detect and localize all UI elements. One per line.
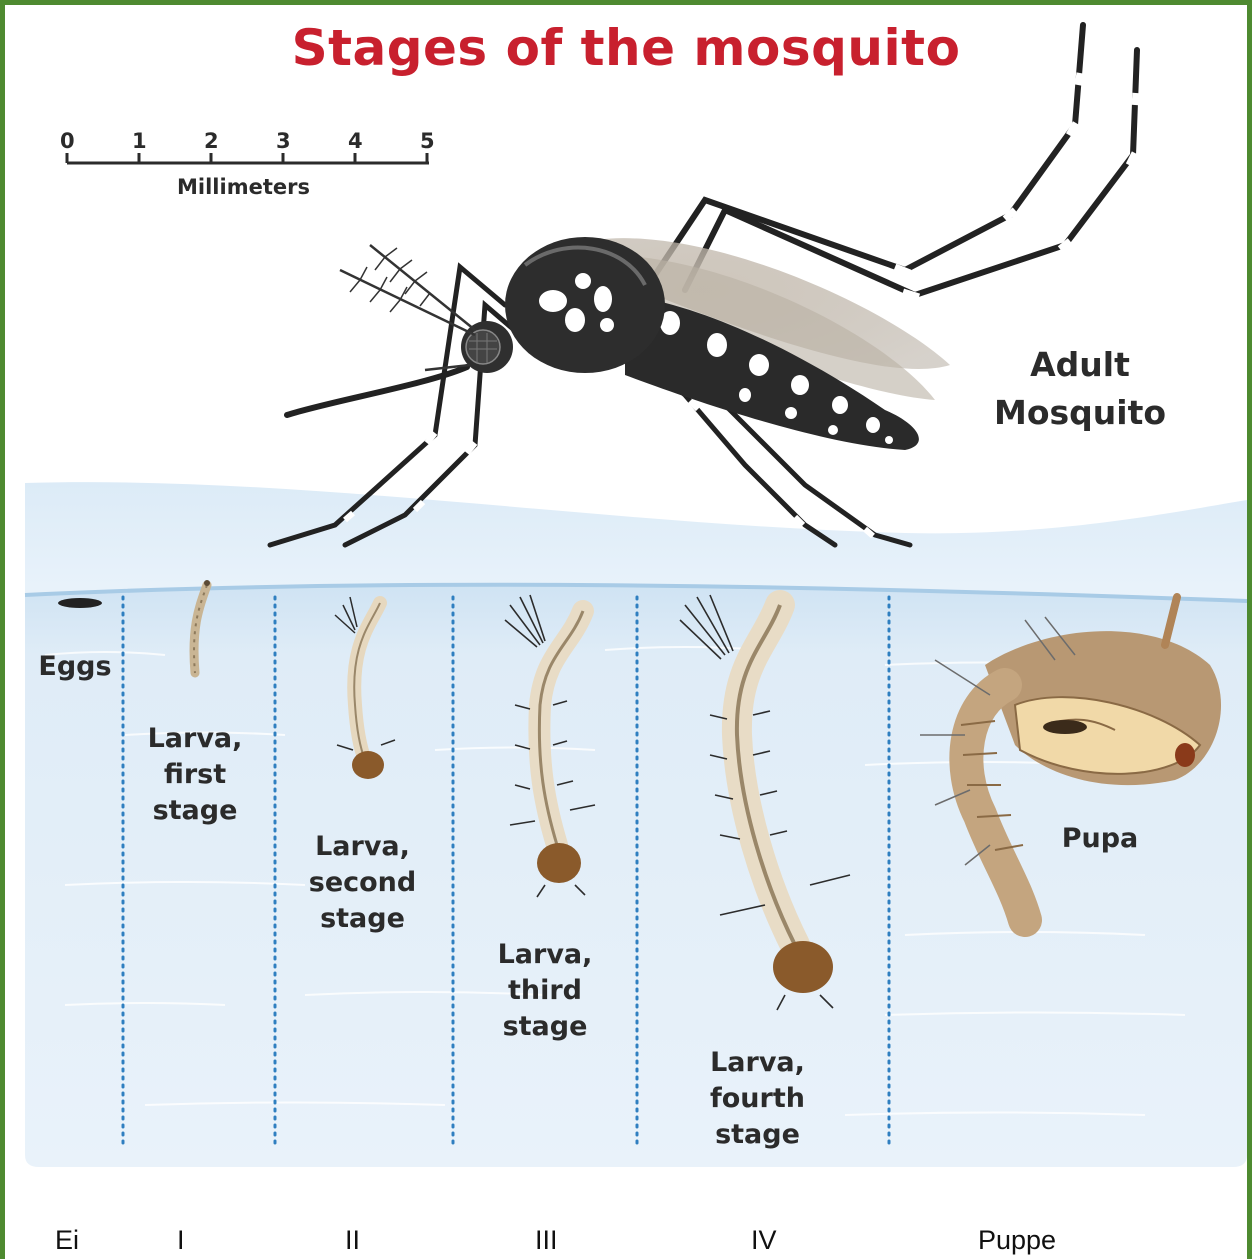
bottom-label-ei: Ei	[55, 1225, 79, 1256]
bottom-label-iii: III	[535, 1225, 558, 1256]
scale-tick-2: 2	[204, 129, 219, 153]
diagram-title: Stages of the mosquito	[5, 19, 1247, 77]
scale-tick-0: 0	[60, 129, 75, 153]
scale-tick-3: 3	[276, 129, 291, 153]
adult-mosquito	[270, 25, 1137, 545]
scale-tick-4: 4	[348, 129, 363, 153]
label-larva-first-stage: Larva, first stage	[135, 721, 255, 829]
scale-bar	[67, 153, 429, 163]
label-larva-third-stage: Larva, third stage	[480, 937, 610, 1045]
label-pupa: Pupa	[1045, 821, 1155, 857]
scale-unit-label: Millimeters	[177, 175, 310, 199]
label-adult-mosquito: Adult Mosquito	[980, 341, 1180, 437]
bottom-label-puppe: Puppe	[978, 1225, 1056, 1256]
label-larva-second-stage: Larva, second stage	[295, 829, 430, 937]
egg	[58, 598, 102, 608]
scale-tick-1: 1	[132, 129, 147, 153]
scale-tick-5: 5	[420, 129, 435, 153]
label-eggs: Eggs	[35, 649, 115, 685]
bottom-label-i: I	[177, 1225, 185, 1256]
bottom-label-ii: II	[345, 1225, 360, 1256]
bottom-label-iv: IV	[751, 1225, 777, 1256]
label-larva-fourth-stage: Larva, fourth stage	[690, 1045, 825, 1153]
